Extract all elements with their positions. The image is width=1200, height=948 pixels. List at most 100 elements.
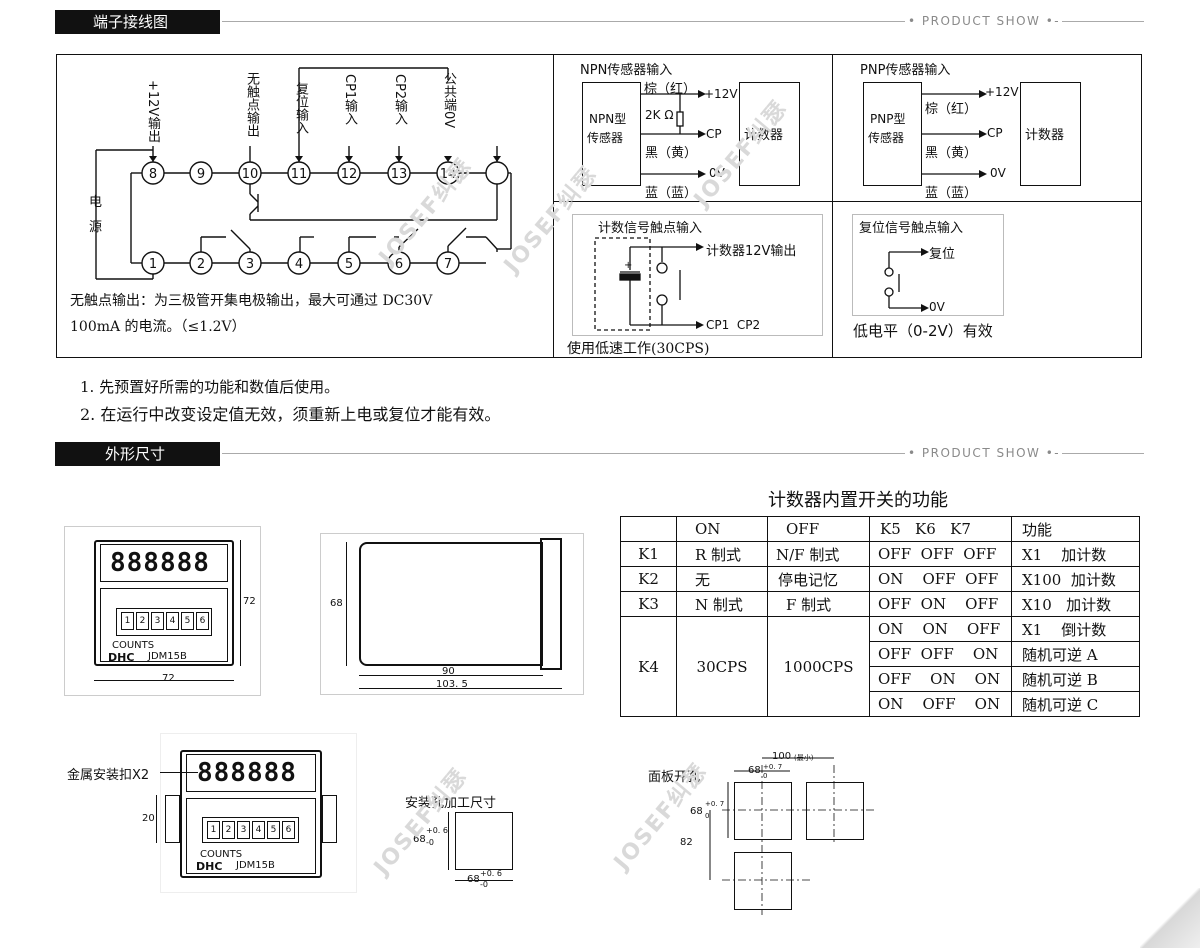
counts-label: COUNTS <box>112 640 155 651</box>
led-display: 888888 <box>110 548 210 578</box>
cell: OFF OFF ON <box>869 641 1012 667</box>
terminal-3: 3 <box>246 257 254 272</box>
header-cell: ON <box>676 516 768 542</box>
npn-cp: CP <box>706 127 722 141</box>
cell: X1 加计数 <box>1011 541 1140 567</box>
cell: K3 <box>620 591 677 617</box>
cell: 随机可逆 B <box>1011 666 1140 692</box>
dip-switch[interactable]: 5 <box>181 612 194 630</box>
dim-90-line <box>359 675 543 676</box>
terminal-1: 1 <box>149 257 157 272</box>
bracket-right <box>322 795 337 843</box>
hole-title: 安装孔加工尺寸 <box>405 796 497 811</box>
npn-black: 黑（黄） <box>645 146 698 161</box>
pnp-sensor-label-1: PNP型 <box>870 112 906 126</box>
pnp-0v: 0V <box>990 166 1006 180</box>
dip-switch[interactable]: 3 <box>237 821 250 839</box>
label-12v-out: +12V输出 <box>145 80 160 143</box>
dip-switch[interactable]: 6 <box>196 612 209 630</box>
table-row: K2 无 停电记忆 ON OFF OFF X100 加计数 <box>620 566 1140 592</box>
contact-title: 计数信号触点输入 <box>598 221 703 236</box>
contact-note: 使用低速工作(30CPS) <box>567 341 710 357</box>
terminal-5: 5 <box>345 257 353 272</box>
hole-rect <box>455 812 513 870</box>
panel-w-tol: +0. 7 <box>763 763 783 771</box>
cell: ON OFF ON <box>869 691 1012 717</box>
hole-h-tol-dn: -0 <box>426 838 434 847</box>
cell: F 制式 <box>767 591 870 617</box>
npn-counter-label: 计数器 <box>744 128 784 143</box>
cell: 随机可逆 C <box>1011 691 1140 717</box>
cell: X100 加计数 <box>1011 566 1140 592</box>
power-label-1: 电 <box>89 195 102 210</box>
table-row: K1 R 制式 N/F 制式 OFF OFF OFF X1 加计数 <box>620 541 1140 567</box>
terminal-9: 9 <box>197 167 205 182</box>
table-title: 计数器内置开关的功能 <box>768 490 948 511</box>
label-common-0v: 公共端0V <box>441 72 456 129</box>
cell: X1 倒计数 <box>1011 616 1140 642</box>
contactless-note-line1: 无触点输出：为三极管开集电极输出，最大可通过 DC30V <box>70 293 433 309</box>
note-2: 2. 在运行中改变设定值无效，须重新上电或复位才能有效。 <box>80 405 501 424</box>
cell: X10 加计数 <box>1011 591 1140 617</box>
hole-w-line <box>455 880 513 881</box>
device-side-bezel <box>540 538 562 670</box>
cell: 1000CPS <box>767 616 870 717</box>
npn-brown: 棕（红） <box>644 82 697 97</box>
dip-switch[interactable]: 6 <box>282 821 295 839</box>
cell: K4 <box>620 616 677 717</box>
panel-100: 100 <box>772 751 792 762</box>
section-header-wiring: 端子接线图 <box>55 10 220 34</box>
pnp-sensor-label-2: 传感器 <box>868 131 905 145</box>
cell: K1 <box>620 541 677 567</box>
pnp-cp: CP <box>987 126 1003 140</box>
dim-width-line <box>94 680 234 681</box>
pnp-counter-box <box>1020 82 1081 186</box>
front-view-frame <box>64 526 261 696</box>
dip-switch[interactable]: 4 <box>252 821 265 839</box>
reset-label: 复位 <box>929 247 956 262</box>
led-display-2: 888888 <box>197 758 297 788</box>
npn-sensor-label-2: 传感器 <box>587 131 624 145</box>
npn-counter-box <box>739 82 800 186</box>
dip-switch[interactable]: 2 <box>136 612 149 630</box>
dip-switch[interactable]: 2 <box>222 821 235 839</box>
power-label-2: 源 <box>89 220 102 235</box>
display-window-2 <box>186 754 316 792</box>
dip-switch[interactable]: 1 <box>121 612 134 630</box>
hole-w-68: 68 <box>467 874 480 885</box>
pnp-title: PNP传感器输入 <box>860 63 951 78</box>
contact-wiring: + <box>594 237 704 331</box>
panel-cut-2 <box>806 782 864 840</box>
device-side-body <box>359 542 543 666</box>
section-title: 外形尺寸 <box>105 445 166 463</box>
panel-w68: 68 <box>748 765 761 776</box>
cell: ON OFF OFF <box>869 566 1012 592</box>
dim-103-line <box>359 688 562 689</box>
terminal-6: 6 <box>395 257 403 272</box>
contactless-note-line2: 100mA 的电流。（≤1.2V） <box>70 319 246 335</box>
table-row: K3 N 制式 F 制式 OFF ON OFF X10 加计数 <box>620 591 1140 617</box>
cell: N/F 制式 <box>767 541 870 567</box>
dim-height-line <box>240 540 241 666</box>
table-row: K4 30CPS 1000CPS ON ON OFF X1 倒计数 <box>620 616 1140 717</box>
npn-title: NPN传感器输入 <box>580 63 673 78</box>
dip-switch[interactable]: 5 <box>267 821 280 839</box>
label-contactless-out: 无触点输出 <box>244 72 259 137</box>
pnp-wiring <box>921 90 987 178</box>
dip-switch[interactable]: 1 <box>207 821 220 839</box>
terminal-4: 4 <box>295 257 303 272</box>
keypad-panel-2 <box>186 798 316 874</box>
dip-switch[interactable]: 4 <box>166 612 179 630</box>
table-row: ON OFF ON 随机可逆 C <box>621 691 1140 717</box>
terminal-12: 12 <box>341 167 358 182</box>
npn-wiring <box>640 90 706 178</box>
dip-switch[interactable]: 3 <box>151 612 164 630</box>
pnp-blue: 蓝（蓝） <box>925 186 978 201</box>
bracket-leader <box>160 772 198 773</box>
panel-min: (最小) <box>794 754 814 762</box>
npn-sensor-label-1: NPN型 <box>589 112 627 126</box>
divider <box>553 201 1142 202</box>
divider <box>1062 453 1144 454</box>
cell: OFF ON ON <box>869 666 1012 692</box>
